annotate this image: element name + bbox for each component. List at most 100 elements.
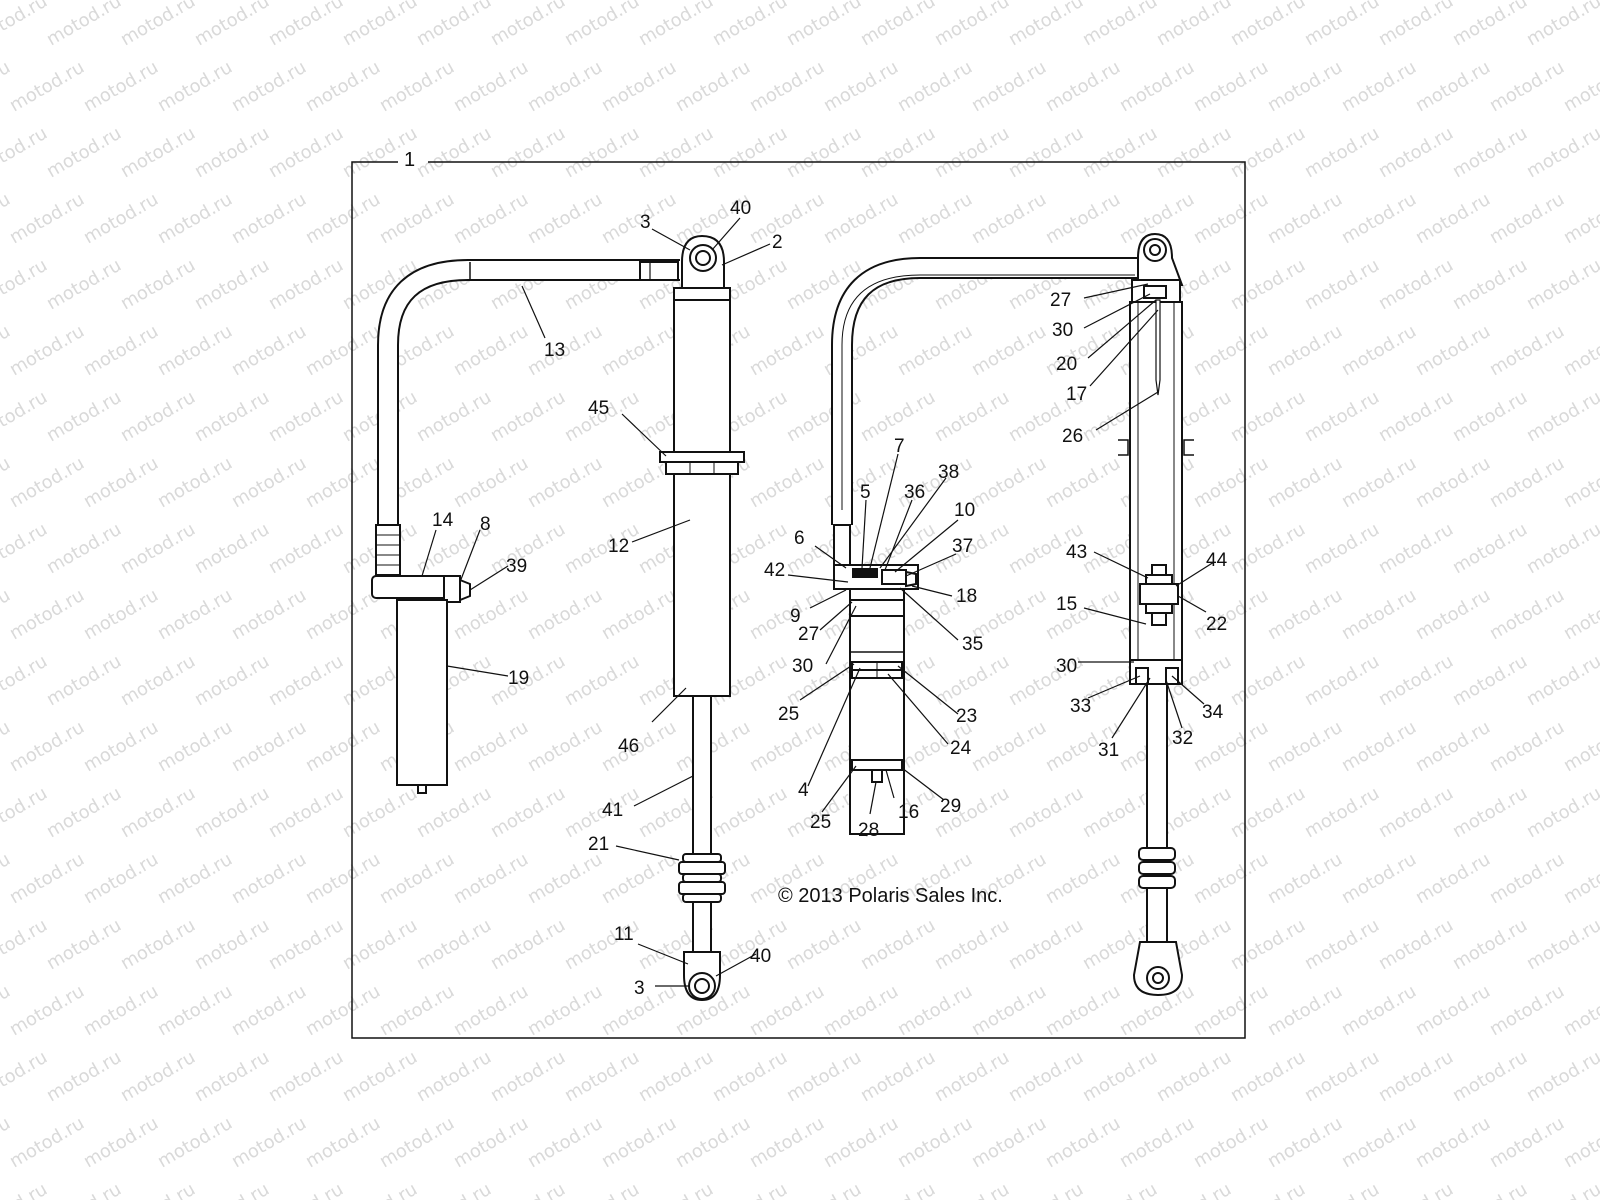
watermark-text: motod.ru (1190, 1113, 1272, 1172)
callout-24: 24 (950, 738, 972, 759)
watermark-text: motod.ru (968, 189, 1050, 248)
watermark-text: motod.ru (80, 585, 162, 644)
watermark-text: motod.ru (1449, 0, 1531, 50)
watermark-text: motod.ru (561, 1179, 643, 1200)
watermark-text: motod.ru (413, 0, 495, 50)
watermark-text: motod.ru (1227, 651, 1309, 710)
watermark-text: motod.ru (265, 1179, 347, 1200)
watermark-text: motod.ru (968, 453, 1050, 512)
callout-25-upper: 25 (778, 704, 799, 725)
watermark-text: motod.ru (1153, 123, 1235, 182)
watermark-text: motod.ru (228, 57, 310, 116)
watermark-text: motod.ru (1301, 255, 1383, 314)
watermark-text: motod.ru (0, 915, 51, 974)
watermark-text: motod.ru (1042, 57, 1124, 116)
spring-adjuster-ring (659, 451, 745, 475)
watermark-text: motod.ru (450, 57, 532, 116)
watermark-text: motod.ru (1264, 321, 1346, 380)
watermark-text: motod.ru (117, 1179, 199, 1200)
watermark-text: motod.ru (672, 717, 754, 776)
watermark-text: motod.ru (561, 651, 643, 710)
watermark-text: motod.ru (487, 123, 569, 182)
callout-25-lower: 25 (810, 812, 831, 833)
watermark-text: motod.ru (0, 1179, 51, 1200)
watermark-text: motod.ru (1560, 849, 1600, 908)
callout-31: 31 (1098, 740, 1119, 761)
watermark-text: motod.ru (376, 189, 458, 248)
watermark-text: motod.ru (746, 321, 828, 380)
watermark-text: motod.ru (228, 453, 310, 512)
callout-30-middle: 30 (792, 656, 813, 677)
watermark-text: motod.ru (635, 1179, 717, 1200)
watermark-text: motod.ru (598, 321, 680, 380)
watermark-text: motod.ru (1079, 1047, 1161, 1106)
watermark-text: motod.ru (228, 585, 310, 644)
watermark-text: motod.ru (191, 915, 273, 974)
watermark-text: motod.ru (339, 0, 421, 50)
piston-shaft (692, 695, 712, 855)
callout-13: 13 (544, 340, 565, 361)
watermark-text: motod.ru (1042, 189, 1124, 248)
shock-absorber-assembly (371, 234, 745, 1002)
watermark-text: motod.ru (487, 0, 569, 50)
watermark-text: motod.ru (6, 321, 88, 380)
watermark-text: motod.ru (1005, 1047, 1087, 1106)
watermark-text: motod.ru (1079, 0, 1161, 50)
watermark-text: motod.ru (1153, 1047, 1235, 1106)
callout-15: 15 (1056, 594, 1077, 615)
watermark-text: motod.ru (154, 321, 236, 380)
watermark-text: motod.ru (339, 1179, 421, 1200)
watermark-text: motod.ru (413, 387, 495, 446)
callout-12: 12 (608, 536, 629, 557)
watermark-text: motod.ru (1486, 321, 1568, 380)
watermark-text: motod.ru (1560, 1113, 1600, 1172)
watermark-text: motod.ru (1486, 1113, 1568, 1172)
callout-3-bottom: 3 (634, 978, 645, 999)
watermark-text: motod.ru (1338, 453, 1420, 512)
watermark-text: motod.ru (43, 783, 125, 842)
callout-36: 36 (904, 482, 925, 503)
watermark-text: motod.ru (1375, 255, 1457, 314)
watermark-text: motod.ru (0, 783, 51, 842)
watermark-text: motod.ru (1338, 585, 1420, 644)
watermark-text: motod.ru (487, 915, 569, 974)
watermark-text: motod.ru (524, 849, 606, 908)
watermark-text: motod.ru (1449, 255, 1531, 314)
watermark-text: motod.ru (1301, 1179, 1383, 1200)
watermark-text: motod.ru (1264, 717, 1346, 776)
watermark-text: motod.ru (302, 321, 384, 380)
watermark-text: motod.ru (1486, 585, 1568, 644)
watermark-text: motod.ru (302, 1113, 384, 1172)
watermark-text: motod.ru (635, 0, 717, 50)
watermark-text: motod.ru (1449, 519, 1531, 578)
watermark-text: motod.ru (6, 57, 88, 116)
watermark-text: motod.ru (154, 57, 236, 116)
watermark-text: motod.ru (931, 1047, 1013, 1106)
watermark-text: motod.ru (1486, 453, 1568, 512)
watermark-text: motod.ru (1116, 57, 1198, 116)
watermark-text: motod.ru (1449, 1179, 1531, 1200)
watermark-text: motod.ru (1338, 1113, 1420, 1172)
callout-44: 44 (1206, 550, 1228, 571)
watermark-text: motod.ru (0, 651, 51, 710)
watermark-text: motod.ru (598, 189, 680, 248)
watermark-text: motod.ru (450, 717, 532, 776)
watermark-text: motod.ru (709, 1179, 791, 1200)
watermark-text: motod.ru (302, 57, 384, 116)
watermark-text: motod.ru (709, 123, 791, 182)
reservoir-body-section (849, 588, 905, 835)
watermark-text: motod.ru (1449, 387, 1531, 446)
watermark-text: motod.ru (968, 717, 1050, 776)
watermark-text: motod.ru (80, 849, 162, 908)
watermark-text: motod.ru (1560, 321, 1600, 380)
callout-8: 8 (480, 514, 491, 535)
watermark-text: motod.ru (709, 783, 791, 842)
watermark-text: motod.ru (1338, 321, 1420, 380)
watermark-text: motod.ru (6, 981, 88, 1040)
watermark-text: motod.ru (265, 783, 347, 842)
watermark-text: motod.ru (80, 717, 162, 776)
watermark-text: motod.ru (561, 519, 643, 578)
watermark-text: motod.ru (1042, 453, 1124, 512)
watermark-text: motod.ru (228, 717, 310, 776)
watermark-text: motod.ru (80, 981, 162, 1040)
